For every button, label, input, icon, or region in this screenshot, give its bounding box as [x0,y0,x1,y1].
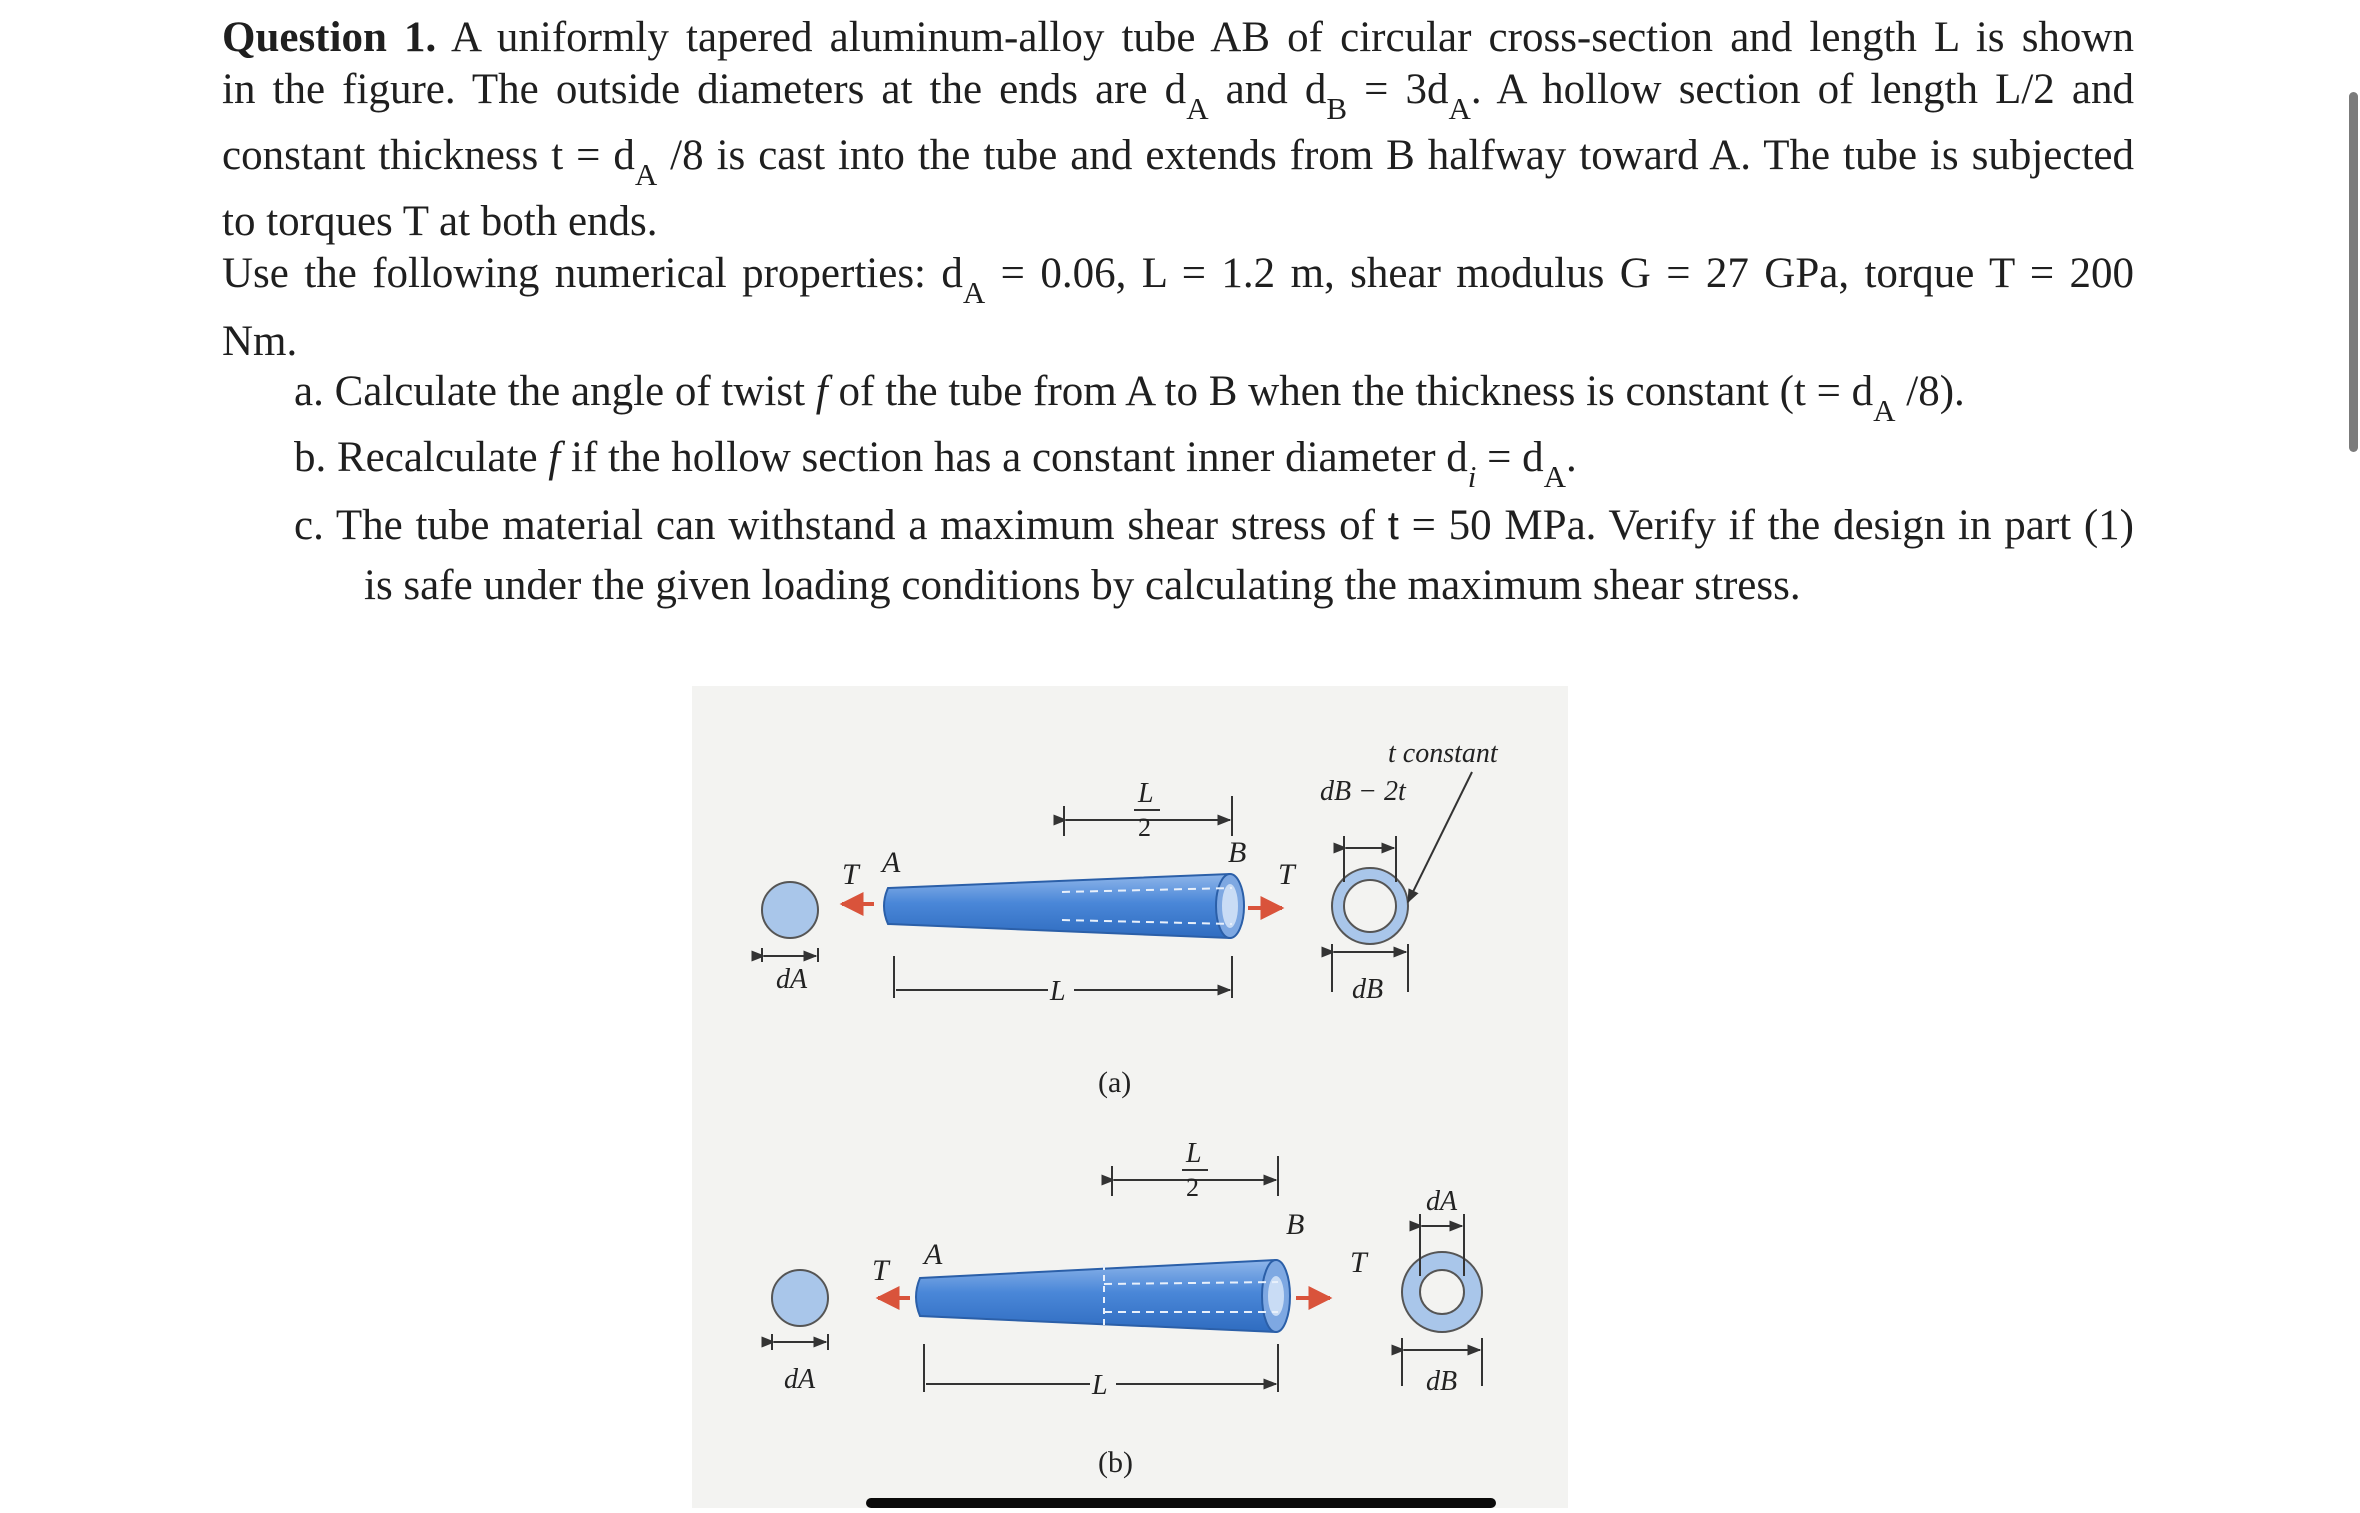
part-b: b. Recalculate f if the hollow section h… [294,434,1577,492]
subscript: i [1467,459,1477,494]
tau-symbol: t [1387,504,1399,548]
text-span: /8). [1895,368,1965,415]
figure: dA T A L 2 B T [692,686,1568,1508]
text-span: . [1566,434,1577,481]
tube-diagram: dA T A L 2 B T [692,686,1568,1508]
subscript: B [1326,91,1348,126]
subscript: A [1543,459,1567,494]
vertical-scrollbar[interactable] [2349,92,2358,452]
question-line-1-text: A uniformly tapered aluminum-alloy tube … [451,14,2134,61]
subscript: A [962,275,986,310]
dA-label-b: dA [784,1364,816,1395]
section-a-solid [761,881,819,939]
L-half-num-a: L [1137,778,1154,809]
caption-a: (a) [1098,1066,1131,1099]
L-half-den-a: 2 [1138,813,1151,842]
text-span: b. Recalculate [294,434,549,481]
dB-label-a: dB [1352,974,1383,1005]
t-constant-label: t constant [1388,738,1499,769]
text-span: = 50 MPa. Verify if the design in part (… [1398,502,2134,549]
point-B-label-a: B [1228,836,1246,869]
question-line-1: Question 1. A uniformly tapered aluminum… [222,16,2134,59]
L-half-den-b: 2 [1186,1173,1199,1202]
section-a-solid-b [771,1269,829,1327]
text-span: of the tube from A to B when the thickne… [827,368,1874,415]
part-a: a. Calculate the angle of twist f of the… [294,368,1965,426]
text-span: if the hollow section has a constant inn… [560,434,1468,481]
text-span: c. The tube material can withstand a max… [294,502,1388,549]
text-span: Use the following numerical properties: … [222,250,963,297]
text-span: /8 is cast into the tube and extends fro… [657,132,2134,179]
home-indicator-bar[interactable] [866,1498,1496,1508]
dB-minus-2t-label: dB − 2t [1320,776,1407,807]
subscript: A [1186,91,1209,126]
question-label: Question 1. [222,14,437,61]
text-span: a. Calculate the angle of twist [294,368,816,415]
phi-symbol: f [815,368,828,415]
subscript: A [1873,393,1896,428]
L-half-num-b: L [1185,1138,1202,1169]
text-span: = 0.06, L = 1.2 m, shear modulus G = 27 … [985,250,2134,297]
torque-label-left-b: T [872,1254,891,1287]
point-A-label-a: A [880,846,901,879]
text-span: . A hollow section of length L/2 and [1470,66,2134,113]
point-B-label-b: B [1286,1208,1304,1241]
torque-label-left-a: T [842,858,861,891]
figure-b: dA T A L 2 B T L [761,1138,1483,1479]
dA-label-a: dA [776,964,808,995]
question-line-4: to torques T at both ends. [222,198,658,245]
text-span: = d [1476,434,1544,481]
text-span: and d [1208,66,1327,113]
dA-inner-label-b: dA [1426,1186,1458,1217]
question-line-5: Use the following numerical properties: … [222,250,2134,308]
subscript: A [634,157,658,192]
torque-label-right-b: T [1350,1246,1369,1279]
text-span: = 3d [1347,66,1449,113]
dB-label-b: dB [1426,1366,1457,1397]
question-line-2: in the figure. The outside diameters at … [222,66,2134,124]
part-c: c. The tube material can withstand a max… [294,504,2134,547]
point-A-label-b: A [922,1238,943,1271]
torque-label-right-a: T [1278,858,1297,891]
L-label-b: L [1091,1370,1108,1401]
text-span: constant thickness t = d [222,132,635,179]
phi-symbol: f [548,434,561,481]
figure-a: dA T A L 2 B T [751,738,1499,1099]
L-label-a: L [1049,976,1066,1007]
caption-b: (b) [1098,1446,1133,1479]
question-line-3: constant thickness t = dA /8 is cast int… [222,132,2134,190]
subscript: A [1448,91,1471,126]
question-line-6: Nm. [222,318,298,365]
part-c-line-2: is safe under the given loading conditio… [364,562,1801,609]
text-span: in the figure. The outside diameters at … [222,66,1187,113]
